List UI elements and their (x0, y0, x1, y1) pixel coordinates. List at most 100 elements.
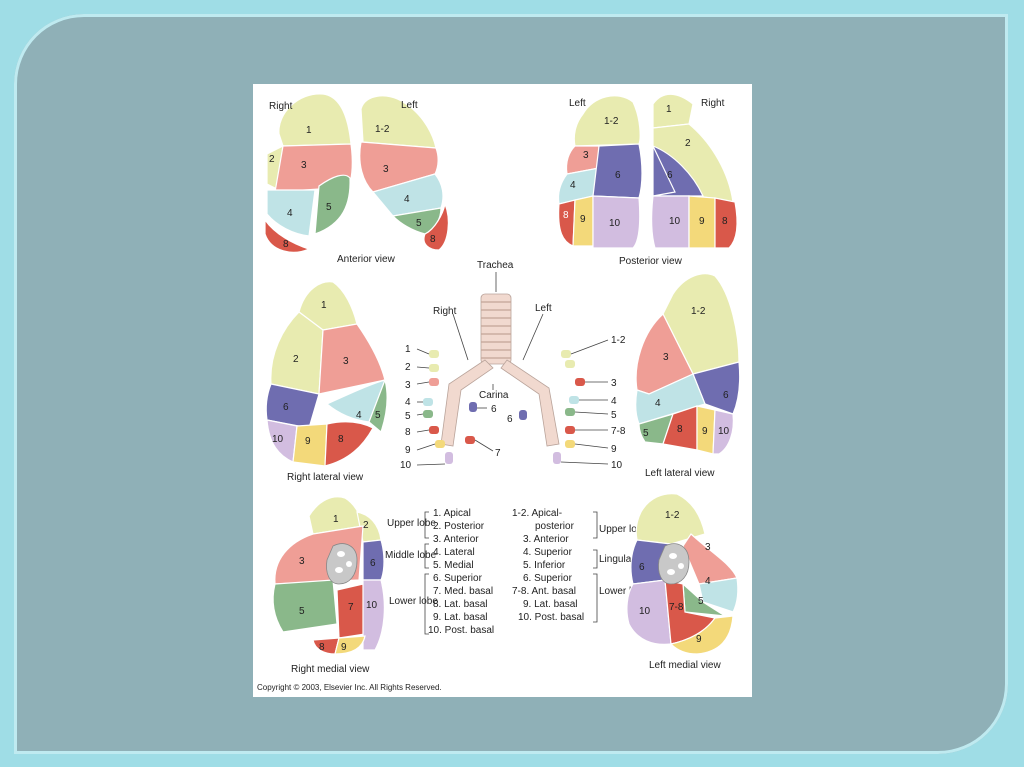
rm-label-3: 3 (299, 556, 305, 567)
rl-label-1: 1 (321, 300, 327, 311)
post-r-label-6: 6 (667, 170, 673, 181)
rl-label-10: 10 (272, 434, 284, 445)
post-l-seg-10 (592, 195, 641, 249)
lung-diagram-svg: Right Left 1 2 3 4 5 8 1-2 3 4 5 8 Anter… (257, 93, 741, 692)
post-l-label-1-2: 1-2 (604, 116, 619, 127)
legend-right-lower-lobe: Lower lobe (389, 596, 438, 607)
post-l-label-8: 8 (563, 210, 569, 221)
post-r-label-9: 9 (699, 216, 705, 227)
lung-segments-figure: Right Left 1 2 3 4 5 8 1-2 3 4 5 8 Anter… (253, 84, 752, 697)
legend-r-item-3: 3. Anterior (433, 534, 479, 545)
post-l-seg-1-2 (573, 95, 641, 147)
bronchial-tree: Trachea Right Left Carina 1 2 3 4 5 8 9 … (400, 260, 626, 471)
lm-seg-10 (626, 579, 672, 645)
trachea-tube (480, 293, 512, 365)
rm-label-5: 5 (299, 606, 305, 617)
rm-label-8: 8 (319, 642, 325, 653)
ant-l-label-5: 5 (416, 218, 422, 229)
legend-l-item-3: 3. Anterior (523, 534, 569, 545)
post-r-seg-10 (651, 195, 690, 249)
ant-l-seg-1-2 (360, 95, 437, 149)
ant-l-label-4: 4 (404, 194, 410, 205)
ant-r-seg-8 (264, 218, 311, 253)
legend-r-item-6: 6. Superior (433, 573, 483, 584)
ll-label-1-2: 1-2 (691, 306, 706, 317)
lm-label-5: 5 (698, 596, 704, 607)
rm-label-10: 10 (366, 600, 378, 611)
right-lateral-view-caption: Right lateral view (287, 472, 364, 483)
rl-label-9: 9 (305, 436, 311, 447)
legend-l-item-6: 6. Superior (523, 573, 573, 584)
rl-label-8: 8 (338, 434, 344, 445)
legend-right-middle-lobe: Middle lobe (385, 550, 437, 561)
legend-r-item-4: 4. Lateral (433, 547, 475, 558)
post-r-seg-6 (652, 145, 704, 197)
legend-r-item-8: 8. Lat. basal (433, 599, 487, 610)
lm-label-4: 4 (705, 576, 711, 587)
ant-r-seg-4 (266, 189, 316, 237)
br-r-1: 1 (405, 344, 411, 355)
lm-seg-4 (698, 577, 739, 613)
right-segmental-branches (423, 350, 477, 464)
post-side-left: Left (569, 98, 586, 109)
rm-label-2: 2 (363, 520, 369, 531)
ant-side-left: Left (401, 100, 418, 111)
rl-label-2: 2 (293, 354, 299, 365)
right-lateral-view: 1 2 3 6 4 5 10 9 8 Right lateral view (265, 281, 388, 483)
anterior-view-caption: Anterior view (337, 254, 396, 265)
br-r-10: 10 (400, 460, 412, 471)
left-lateral-view-caption: Left lateral view (645, 468, 715, 479)
left-medial-view: 1-2 3 6 4 5 10 7-8 9 Left medial view (626, 493, 739, 671)
ll-seg-4 (635, 373, 706, 425)
post-r-seg-1 (652, 93, 694, 129)
lm-label-7-8: 7-8 (669, 602, 684, 613)
post-l-label-6: 6 (615, 170, 621, 181)
lm-label-1-2: 1-2 (665, 510, 680, 521)
ant-l-label-3: 3 (383, 164, 389, 175)
rl-label-3: 3 (343, 356, 349, 367)
lm-seg-1-2 (635, 493, 706, 545)
legend-r-item-9: 9. Lat. basal (433, 612, 487, 623)
left-medial-view-caption: Left medial view (649, 660, 721, 671)
br-l-5: 5 (611, 410, 617, 421)
rm-label-1: 1 (333, 514, 339, 525)
lm-label-3: 3 (705, 542, 711, 553)
right-main-bronchus (440, 359, 494, 447)
ant-r-seg-5 (314, 174, 351, 235)
legend-left-upper-lobe: Upper lobe (599, 524, 648, 535)
legend-l-item-4: 4. Superior (523, 547, 573, 558)
post-r-seg-8 (714, 197, 738, 249)
post-l-label-10: 10 (609, 218, 621, 229)
posterior-view-caption: Posterior view (619, 256, 683, 267)
trachea-label: Trachea (477, 260, 514, 271)
ll-seg-1-2 (662, 273, 740, 375)
lm-label-9: 9 (696, 634, 702, 645)
ll-label-4: 4 (655, 398, 661, 409)
left-segmental-branches (519, 350, 585, 464)
legend-left-lower-lobe: Lower lobe (599, 586, 648, 597)
ll-seg-10 (712, 409, 734, 455)
legend-l-item-7-8: 7-8. Ant. basal (512, 586, 576, 597)
br-l-6: 6 (507, 414, 513, 425)
left-lateral-view: 1-2 3 4 6 5 8 9 10 Left lateral view (635, 273, 741, 479)
ant-l-seg-8 (423, 201, 449, 251)
br-l-1-2: 1-2 (611, 335, 626, 346)
br-r-3: 3 (405, 380, 411, 391)
carina-label: Carina (479, 390, 509, 401)
post-r-label-1: 1 (666, 104, 672, 115)
br-r-6: 6 (491, 404, 497, 415)
post-l-seg-8 (558, 199, 576, 247)
legend-left-lingula: Lingula (599, 554, 632, 565)
ant-side-right: Right (269, 101, 293, 112)
rm-seg-10 (362, 579, 385, 651)
ant-r-label-8: 8 (283, 239, 289, 250)
ll-label-9: 9 (702, 426, 708, 437)
rm-hilum (326, 543, 358, 585)
rm-label-6: 6 (370, 558, 376, 569)
rl-seg-5 (368, 378, 388, 434)
copyright-notice: Copyright © 2003, Elsevier Inc. All Righ… (257, 683, 442, 692)
br-l-3: 3 (611, 378, 617, 389)
legend-l-item-10: 10. Post. basal (518, 612, 584, 623)
left-main-bronchus (500, 359, 560, 447)
bronchus-left-label: Left (535, 303, 552, 314)
